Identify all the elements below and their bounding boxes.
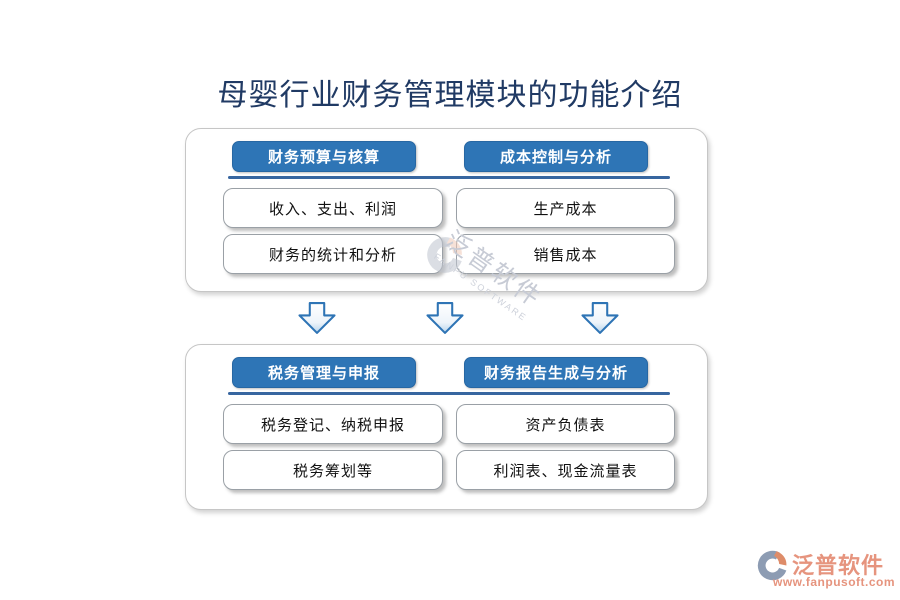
feature-item: 税务筹划等 <box>223 450 443 490</box>
footer-brand: 泛普软件 www.fanpusoft.com <box>756 548 896 594</box>
feature-item: 生产成本 <box>456 188 675 228</box>
feature-item: 税务登记、纳税申报 <box>223 404 443 444</box>
footer-logo-icon <box>757 550 787 581</box>
down-arrow-icon <box>298 302 336 334</box>
feature-item: 财务的统计和分析 <box>223 234 443 274</box>
divider-line <box>228 392 670 395</box>
header-budget-accounting: 财务预算与核算 <box>232 141 416 172</box>
feature-item: 收入、支出、利润 <box>223 188 443 228</box>
down-arrow-icon <box>426 302 464 334</box>
panel-bottom: 税务管理与申报 财务报告生成与分析 税务登记、纳税申报 税务筹划等 资产负债表 … <box>185 344 708 510</box>
feature-item: 资产负债表 <box>456 404 675 444</box>
footer-brand-name: 泛普软件 <box>792 553 885 578</box>
footer-brand-url: www.fanpusoft.com <box>773 575 896 589</box>
down-arrow-icon <box>581 302 619 334</box>
header-cost-control: 成本控制与分析 <box>464 141 648 172</box>
feature-item: 利润表、现金流量表 <box>456 450 675 490</box>
header-tax-management: 税务管理与申报 <box>232 357 416 388</box>
header-financial-reporting: 财务报告生成与分析 <box>464 357 648 388</box>
divider-line <box>228 176 670 179</box>
panel-top: 财务预算与核算 成本控制与分析 收入、支出、利润 财务的统计和分析 生产成本 销… <box>185 128 708 323</box>
page-title: 母婴行业财务管理模块的功能介绍 <box>217 79 683 112</box>
feature-item: 销售成本 <box>456 234 675 274</box>
